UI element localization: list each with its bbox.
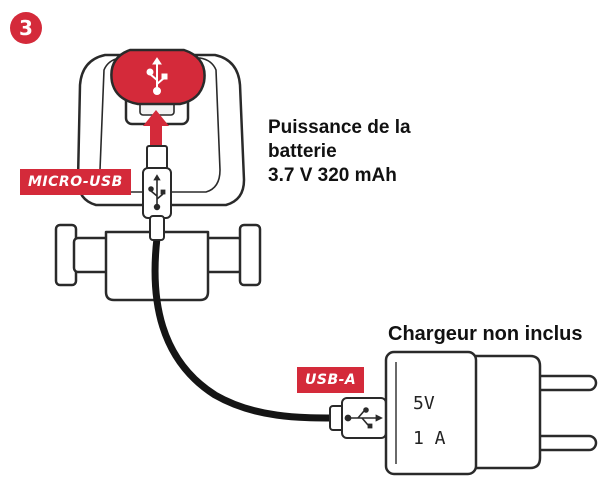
charger-current: 1 A	[413, 428, 446, 449]
charger-voltage: 5V	[413, 393, 435, 414]
battery-caption-line2: batterie	[268, 141, 337, 162]
battery-caption: Puissance de la batterie 3.7 V 320 mAh	[268, 116, 411, 188]
usb-a-plug	[329, 397, 387, 439]
micro-usb-label: MICRO-USB	[20, 169, 131, 195]
charger	[384, 350, 598, 476]
usb-a-label: USB-A	[297, 367, 365, 393]
battery-caption-line1: Puissance de la	[268, 117, 411, 138]
port-cap	[110, 48, 206, 106]
micro-usb-plug	[142, 145, 172, 241]
usb-icon	[146, 57, 168, 95]
usb-cable	[151, 234, 340, 422]
battery-caption-line3: 3.7 V 320 mAh	[268, 165, 397, 186]
charger-note: Chargeur non inclus	[388, 323, 583, 345]
arrow-up-icon	[143, 110, 169, 146]
step-number-badge: 3	[10, 12, 42, 44]
